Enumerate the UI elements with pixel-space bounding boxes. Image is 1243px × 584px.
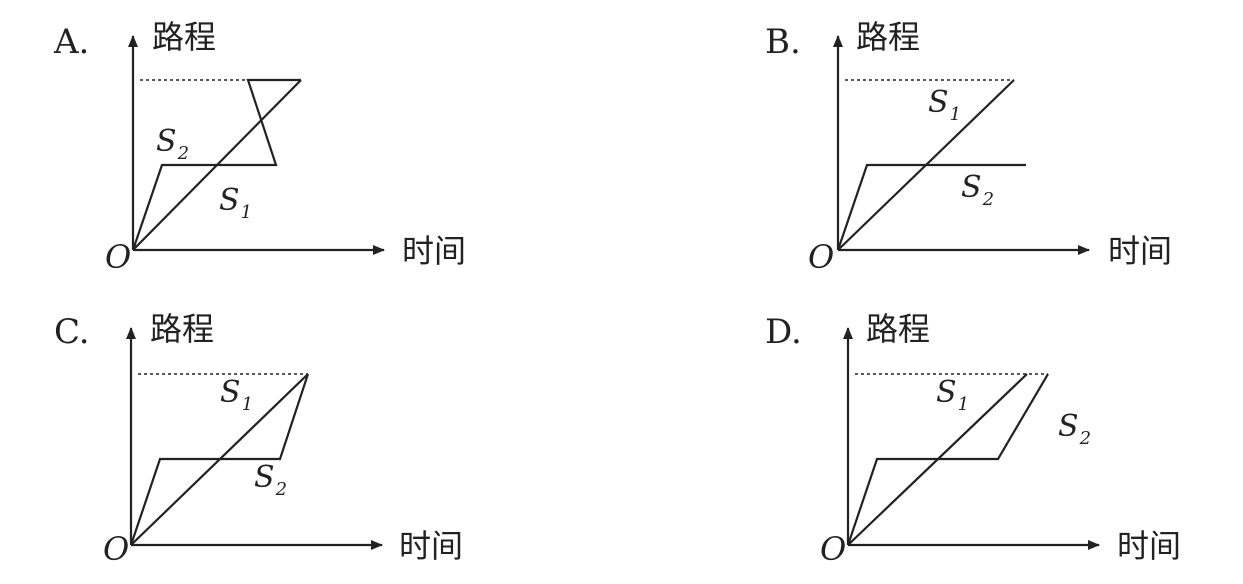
option-label: B.	[765, 22, 801, 62]
origin-label: O	[105, 238, 131, 276]
panel-a: A. 路程 时间 O S2 S1	[53, 18, 466, 276]
y-axis-label: 路程	[866, 310, 930, 348]
s2-label: S2	[254, 460, 287, 500]
s1-label: S1	[928, 85, 961, 125]
panel-d: D. 路程 时间 O S1 S2	[765, 310, 1181, 568]
y-axis-label: 路程	[150, 310, 214, 348]
x-axis-label: 时间	[1117, 527, 1181, 565]
option-label: D.	[765, 312, 802, 352]
s1-label: S1	[936, 375, 969, 415]
x-axis-label: 时间	[1108, 232, 1172, 270]
panel-b: B. 路程 时间 O S1 S2	[765, 18, 1172, 276]
s2-line	[129, 373, 310, 546]
option-label: C.	[54, 312, 90, 352]
s2-line	[131, 78, 301, 251]
s2-label: S2	[156, 124, 189, 164]
option-label: A.	[53, 22, 89, 62]
s2-label: S2	[1058, 409, 1091, 449]
s1-label: S1	[219, 183, 252, 223]
origin-label: O	[820, 530, 846, 568]
s2-label: S2	[961, 170, 994, 210]
x-axis-label: 时间	[399, 527, 463, 565]
y-axis-label: 路程	[856, 18, 920, 56]
panel-c: C. 路程 时间 O S1 S2	[54, 310, 463, 568]
x-axis-label: 时间	[402, 232, 466, 270]
s2-line	[846, 373, 1049, 546]
y-axis-label: 路程	[152, 18, 216, 56]
s2-line	[836, 163, 1026, 251]
origin-label: O	[103, 530, 129, 568]
s1-label: S1	[220, 375, 253, 415]
origin-label: O	[808, 238, 834, 276]
